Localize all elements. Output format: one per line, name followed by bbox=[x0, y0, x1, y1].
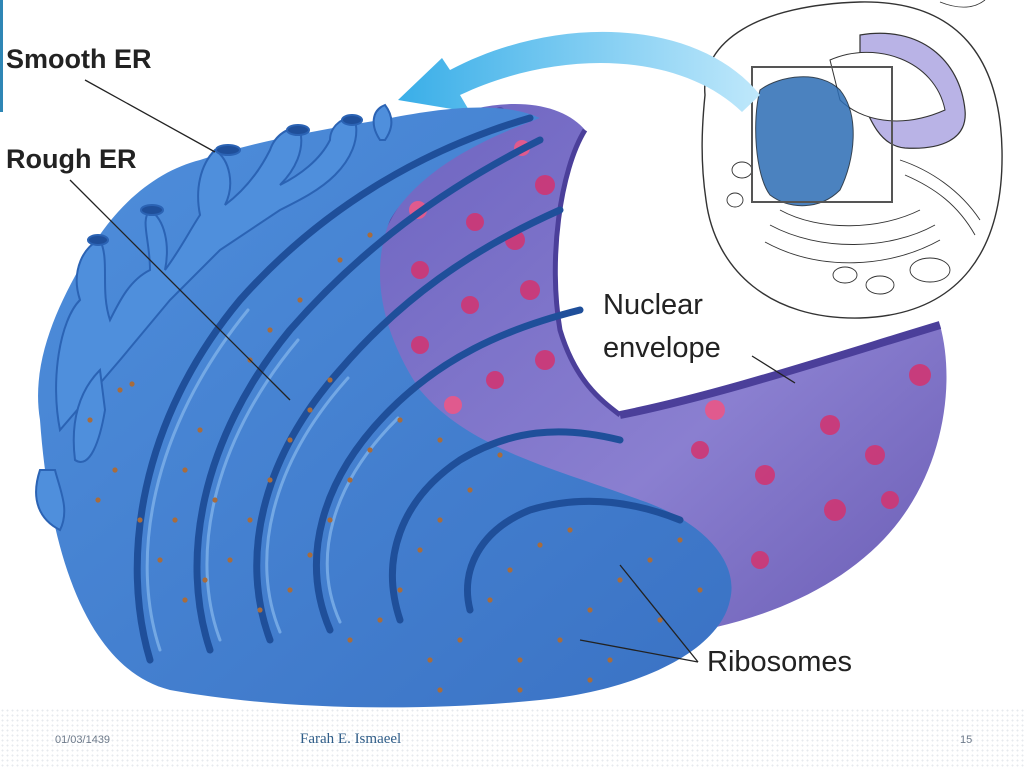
ribosomes-label: Ribosomes bbox=[707, 646, 853, 678]
cell-inset bbox=[701, 0, 1003, 319]
nuclear-envelope-label-line1: Nuclear bbox=[603, 289, 703, 321]
label-leader-lines bbox=[69, 79, 796, 663]
smooth-er-label: Smooth ER bbox=[6, 44, 152, 74]
endoplasmic-reticulum-diagram bbox=[35, 0, 1003, 708]
footer-date: 01/03/1439 bbox=[55, 734, 111, 746]
ribosome-dots bbox=[87, 232, 703, 693]
smooth-er-tubules bbox=[35, 103, 393, 532]
left-accent-rule bbox=[0, 0, 3, 112]
footer-author: Farah E. Ismaeel bbox=[300, 731, 402, 747]
rough-er-cisternae bbox=[38, 107, 732, 708]
zoom-arrow bbox=[398, 31, 760, 112]
footer-band bbox=[0, 708, 1024, 768]
rough-er-label: Rough ER bbox=[6, 144, 137, 174]
nuclear-envelope-label-line2: envelope bbox=[603, 332, 721, 364]
footer-page-number: 15 bbox=[960, 734, 973, 746]
